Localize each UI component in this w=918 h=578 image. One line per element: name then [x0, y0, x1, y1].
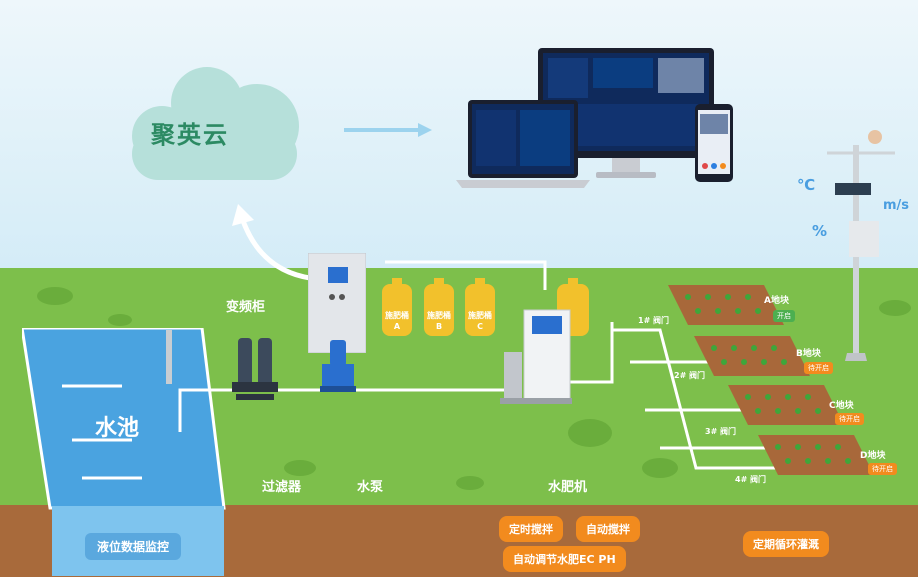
valve-3-label: 3# 阀门	[705, 427, 737, 436]
field-plot-b	[694, 336, 810, 376]
cycle-irrigation-tag: 定期循环灌溉	[743, 531, 829, 557]
pump-label: 水泵	[357, 480, 384, 495]
arrow-up-icon	[232, 204, 311, 281]
cabinet-label: 变频柜	[226, 300, 266, 315]
field-plot-c	[728, 385, 844, 425]
plot-c-name: C地块	[829, 401, 854, 411]
timed-stir-tag: 定时搅拌	[499, 516, 563, 542]
field-plot-d	[758, 435, 874, 475]
cloud-brand: 聚英云	[151, 121, 229, 149]
plot-d-name: D地块	[860, 451, 886, 461]
fertilizer-machine-label: 水肥机	[548, 480, 588, 495]
field-plot-a	[668, 285, 784, 325]
fertilizer-tank-c	[465, 278, 495, 336]
phone-display	[695, 104, 733, 182]
temperature-unit: ℃	[797, 176, 816, 194]
auto-ec-ph-tag: 自动调节水肥EC PH	[503, 546, 626, 572]
water-pool	[22, 328, 226, 576]
control-cabinet	[308, 253, 366, 353]
fertilizer-tank-b	[424, 278, 454, 336]
arrow-right-icon	[344, 123, 432, 137]
monitor-display	[538, 48, 714, 178]
grass-patches	[37, 287, 911, 490]
fertilizer-machine	[500, 309, 572, 404]
pool-label: 水池	[95, 416, 140, 441]
plot-a-name: A地块	[764, 296, 789, 306]
humidity-unit: %	[812, 222, 828, 240]
valve-4-label: 4# 阀门	[735, 475, 767, 484]
filter-unit	[232, 338, 278, 400]
wind-speed-unit: m/s	[883, 198, 910, 213]
valve-2-label: 2# 阀门	[674, 371, 706, 380]
plot-b-name: B地块	[796, 349, 821, 359]
laptop-display	[456, 100, 590, 188]
level-monitor-tag: 液位数据监控	[85, 533, 182, 560]
auto-stir-tag: 自动搅拌	[576, 516, 640, 542]
water-pump	[320, 340, 356, 392]
weather-station	[827, 130, 895, 361]
cloud-icon	[132, 67, 299, 180]
plot-d-status: 待开启	[868, 463, 897, 475]
filter-label: 过滤器	[262, 480, 302, 495]
plot-c-status: 待开启	[835, 413, 864, 425]
fertilizer-tank-a	[382, 278, 412, 336]
plot-b-status: 待开启	[804, 362, 833, 374]
valve-1-label: 1# 阀门	[638, 316, 670, 325]
plot-a-status: 开启	[773, 310, 795, 322]
